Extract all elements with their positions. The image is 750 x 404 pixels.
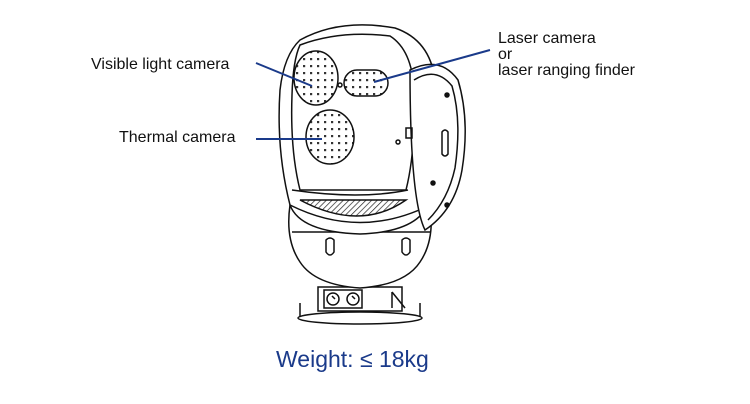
label-laser-camera: Laser camera or laser ranging finder [498, 31, 635, 79]
label-laser-line-2: or [498, 46, 513, 63]
camera-body [278, 24, 466, 325]
label-visible-light-camera: Visible light camera [91, 56, 230, 73]
leader-lines [255, 49, 491, 140]
leader-visible [255, 62, 313, 87]
label-laser-line-1: Laser camera [498, 30, 596, 47]
label-thermal-camera: Thermal camera [119, 129, 236, 146]
label-laser-line-3: laser ranging finder [498, 62, 635, 79]
leader-laser [373, 49, 491, 83]
weight-label: Weight: ≤ 18kg [276, 346, 429, 372]
